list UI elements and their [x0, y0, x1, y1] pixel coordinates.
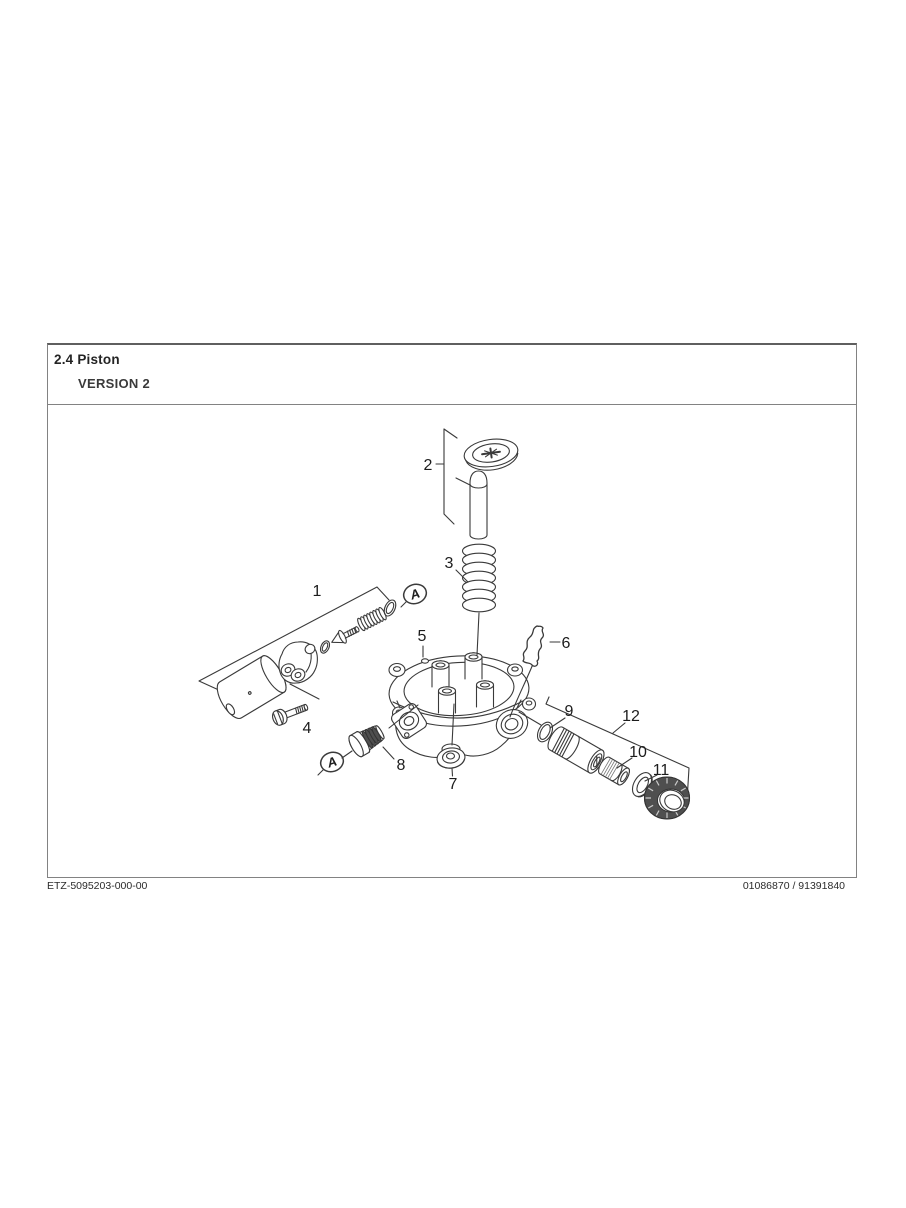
retaining-clip-part [522, 625, 545, 667]
piston-block [278, 641, 318, 684]
marker-a2-label: A [324, 753, 339, 770]
callout-2: 2 [424, 457, 433, 474]
page-footer: ETZ-5095203-000-00 01086870 / 91391840 [47, 880, 845, 892]
callout-10: 10 [629, 744, 647, 761]
callout-labels: 1 2 3 4 5 6 7 8 9 10 11 12 [303, 457, 670, 793]
title-block: 2.4 Piston VERSION 2 [48, 345, 856, 405]
bracket-2 [443, 428, 458, 525]
section-title: 2.4 Piston [54, 352, 120, 367]
connector-lines [289, 612, 542, 746]
callout-3: 3 [445, 555, 454, 572]
threaded-sleeve [547, 726, 605, 774]
ribbed-plug-part: A [317, 725, 395, 776]
bracket-12 [545, 696, 690, 802]
spring-to-housing-line [476, 612, 480, 656]
piston-cup [216, 655, 287, 719]
spring-part [461, 543, 497, 613]
bracket-1 [198, 586, 390, 692]
callout-6: 6 [562, 635, 571, 652]
leader-lines [422, 569, 658, 782]
exploded-diagram: A [48, 405, 856, 878]
content-frame: 2.4 Piston VERSION 2 [47, 343, 857, 878]
callout-7: 7 [449, 776, 458, 793]
view-marker-a1: A [400, 583, 428, 608]
callout-11: 11 [653, 762, 670, 779]
seal-cap-part [436, 747, 466, 777]
o-ring-small [319, 640, 331, 654]
callout-5: 5 [418, 628, 427, 645]
bolt-part [271, 703, 309, 726]
clip-to-housing-line [509, 663, 534, 718]
version-label: VERSION 2 [78, 376, 151, 391]
piston-assembly-part: A [198, 583, 428, 719]
pump-housing-part [388, 652, 537, 758]
screw-head [463, 438, 519, 471]
knurled-cap-nut [643, 776, 691, 820]
pin [469, 470, 488, 540]
block-to-bolt-line [289, 683, 320, 700]
outlet-fitting-assembly [536, 696, 691, 820]
order-numbers: 01086870 / 91391840 [742, 880, 845, 892]
o-ring-9 [536, 721, 554, 743]
callout-4: 4 [303, 720, 312, 737]
plug-to-housing-line [388, 704, 419, 729]
callout-12: 12 [622, 708, 640, 725]
o-ring-large [383, 599, 397, 617]
small-spring [357, 606, 387, 632]
view-marker-a2: A [317, 750, 353, 776]
screw-and-pin-part [435, 428, 519, 540]
marker-a1-label: A [407, 585, 422, 602]
valve-stem [331, 626, 360, 644]
housing-to-oring-line [518, 711, 542, 726]
callout-8: 8 [397, 757, 406, 774]
callout-1: 1 [313, 583, 322, 600]
document-number: ETZ-5095203-000-00 [47, 880, 148, 892]
seal-to-housing-line [451, 703, 455, 746]
callout-9: 9 [565, 703, 574, 720]
exploded-view-svg: A [198, 428, 691, 820]
